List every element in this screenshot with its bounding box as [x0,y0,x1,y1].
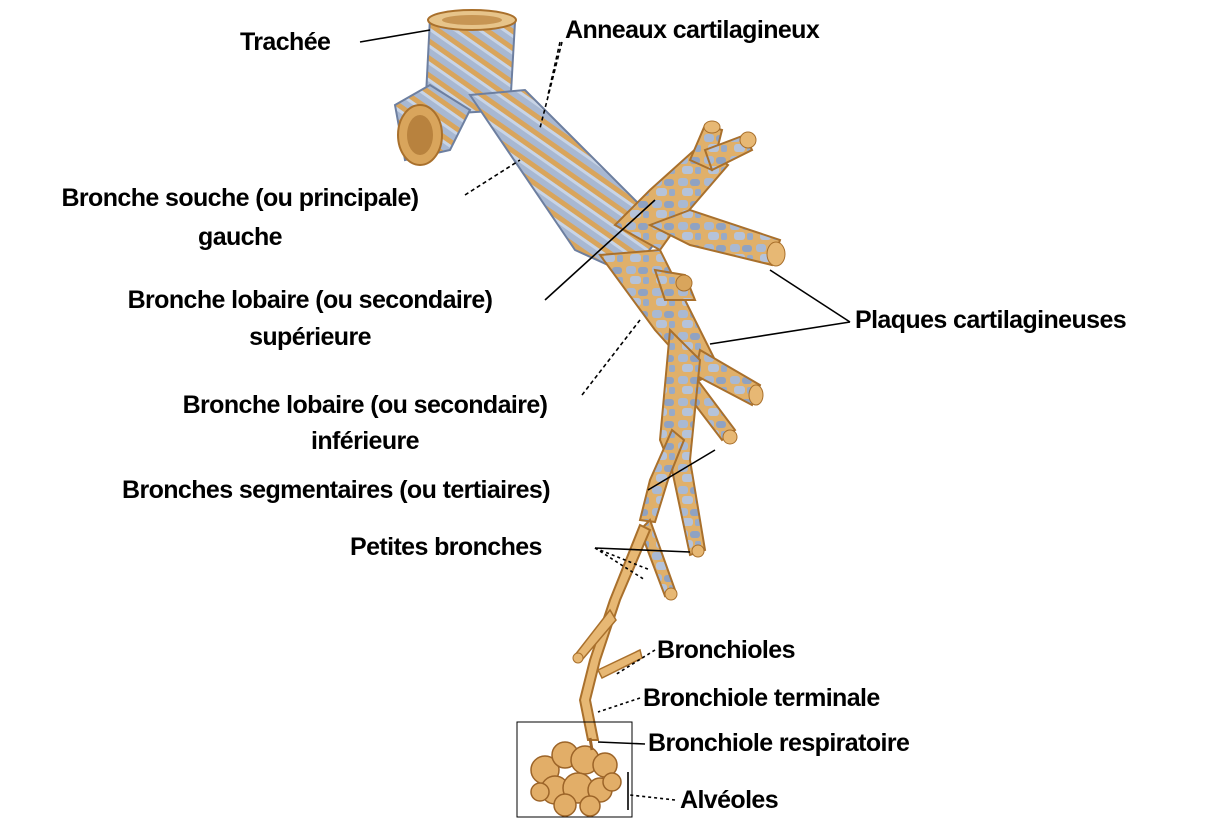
label-main-bronchus-line2: gauche [20,222,460,252]
label-lower-lobar-line1: Bronche lobaire (ou secondaire) [140,390,590,420]
label-segmental-bronchi: Bronches segmentaires (ou tertiaires) [122,475,550,505]
label-terminal-bronchiole: Bronchiole terminale [643,683,880,713]
label-cartilage-plates: Plaques cartilagineuses [855,305,1126,335]
label-main-bronchus-line1: Bronche souche (ou principale) [20,183,460,213]
label-upper-lobar-line2: supérieure [85,322,535,352]
label-bronchioles: Bronchioles [657,635,795,665]
label-small-bronchi: Petites bronches [350,532,542,562]
label-cartilage-rings: Anneaux cartilagineux [565,15,819,45]
alveoli-cluster [517,722,632,817]
segmental-bronchi [640,330,705,600]
label-alveoli: Alvéoles [680,785,778,815]
label-lower-lobar-line2: inférieure [140,426,590,456]
label-upper-lobar-line1: Bronche lobaire (ou secondaire) [85,285,535,315]
left-main-bronchus-shape [470,90,665,275]
label-trachea: Trachée [240,27,330,57]
label-respiratory-bronchiole: Bronchiole respiratoire [648,728,909,758]
